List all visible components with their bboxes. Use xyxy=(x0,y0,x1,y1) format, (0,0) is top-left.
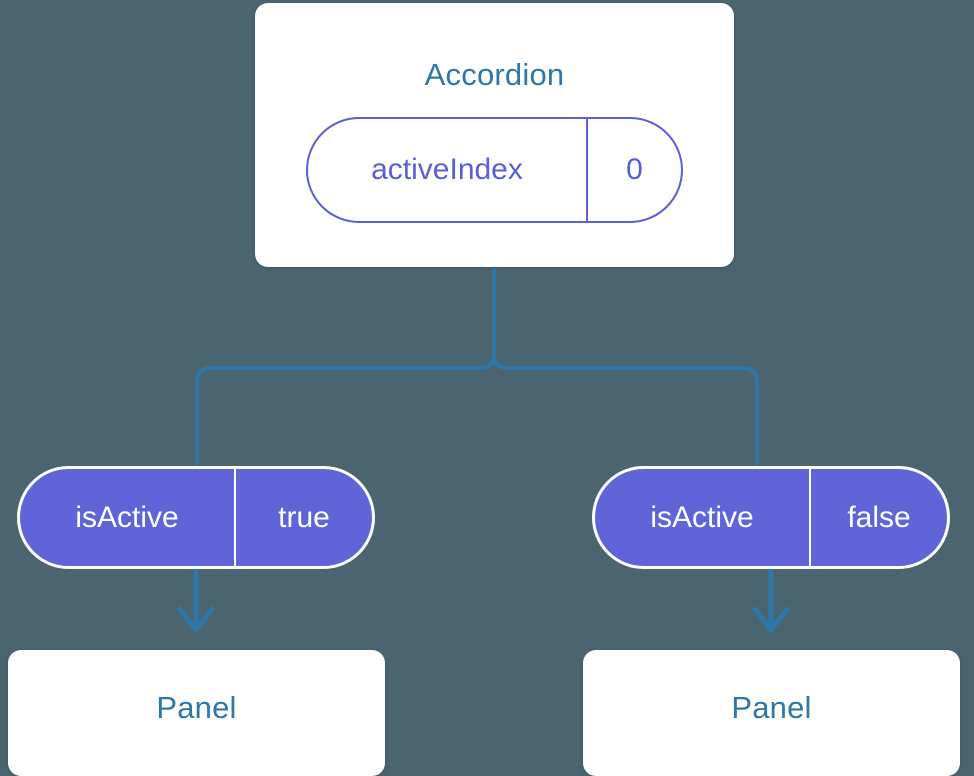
prop-pill-right-key: isActive xyxy=(595,469,811,566)
component-title-panel-left: Panel xyxy=(156,690,237,725)
prop-pill-left-isactive[interactable]: isActive true xyxy=(17,466,375,569)
component-card-panel-left[interactable]: Panel xyxy=(8,650,385,776)
connector-accordion-to-right-prop xyxy=(492,265,759,472)
prop-pill-left-key: isActive xyxy=(20,469,236,566)
prop-pill-left-value: true xyxy=(278,500,330,534)
component-title-panel-right: Panel xyxy=(731,690,812,725)
state-pill-value: 0 xyxy=(626,153,643,186)
arrowhead-right-prop-to-panel xyxy=(752,606,790,633)
state-pill-key: activeIndex xyxy=(308,119,588,221)
state-pill-activeindex[interactable]: activeIndex 0 xyxy=(306,117,683,223)
arrowhead-left-prop-to-panel xyxy=(177,606,215,633)
component-card-panel-right[interactable]: Panel xyxy=(583,650,960,776)
component-title-accordion: Accordion xyxy=(424,57,565,92)
prop-pill-right-value: false xyxy=(847,500,911,534)
connector-accordion-to-left-prop xyxy=(195,265,496,472)
prop-pill-right-isactive[interactable]: isActive false xyxy=(592,466,950,569)
